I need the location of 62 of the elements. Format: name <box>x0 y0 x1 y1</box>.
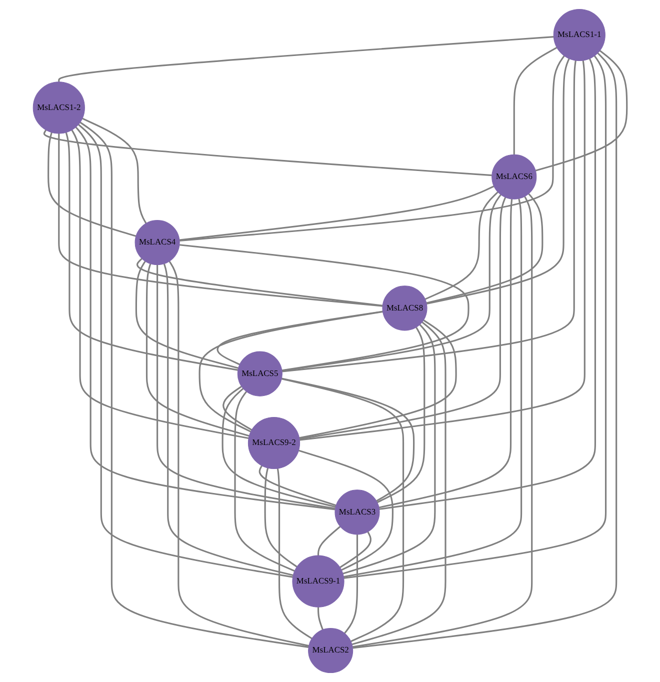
connector <box>300 60 586 441</box>
connector <box>222 386 252 431</box>
connector <box>276 468 312 640</box>
connector <box>168 260 309 647</box>
connector <box>179 186 494 241</box>
connector <box>344 55 607 579</box>
connector <box>299 320 457 439</box>
connector <box>163 263 294 576</box>
connector <box>299 197 506 440</box>
connector <box>136 258 383 306</box>
connector <box>58 36 554 82</box>
connector <box>179 55 565 242</box>
connector <box>216 310 383 366</box>
connector <box>71 130 249 440</box>
connector <box>535 50 628 172</box>
connector <box>317 526 341 556</box>
connector <box>82 118 147 224</box>
connector <box>179 244 470 372</box>
node-circle: MsLACS9-1 <box>292 555 344 608</box>
connector <box>340 531 372 568</box>
connector <box>426 193 544 304</box>
connector <box>146 263 250 437</box>
node-circle: MsLACS1-2 <box>32 82 85 134</box>
node-circle: MsLACS4 <box>134 220 180 266</box>
connector <box>58 133 383 307</box>
connector <box>317 607 324 630</box>
connector <box>352 322 446 646</box>
connector <box>281 378 404 642</box>
connector <box>80 122 309 648</box>
node-circle: MsLACS5 <box>237 351 282 396</box>
connector <box>135 260 239 369</box>
connector <box>513 46 558 155</box>
connector <box>426 58 570 304</box>
connector <box>258 465 336 506</box>
node-circle: MsLACS3 <box>334 490 380 535</box>
connector <box>234 391 295 572</box>
connector <box>78 124 293 578</box>
connector <box>344 198 522 578</box>
node-circle: MsLACS2 <box>308 628 354 674</box>
connector <box>376 326 426 504</box>
connector <box>198 310 383 432</box>
connector <box>342 324 436 574</box>
connector <box>282 60 576 372</box>
connector <box>44 130 492 176</box>
connector <box>282 378 415 502</box>
node-circle: MsLACS9-2 <box>248 416 300 470</box>
node-circle: MsLACS1-1 <box>553 8 606 62</box>
connector <box>352 196 533 648</box>
connector <box>75 126 336 510</box>
connector <box>156 264 336 510</box>
connector <box>48 132 136 237</box>
node-circle: MsLACS8 <box>382 286 428 331</box>
connector <box>65 132 238 371</box>
connector <box>379 58 596 510</box>
connector <box>344 534 358 634</box>
connector <box>378 198 513 508</box>
connector <box>222 388 336 508</box>
node-circle: MsLACS6 <box>492 154 537 200</box>
connector <box>298 450 394 571</box>
connector <box>264 468 298 568</box>
connector <box>424 192 498 300</box>
connector <box>352 52 618 649</box>
